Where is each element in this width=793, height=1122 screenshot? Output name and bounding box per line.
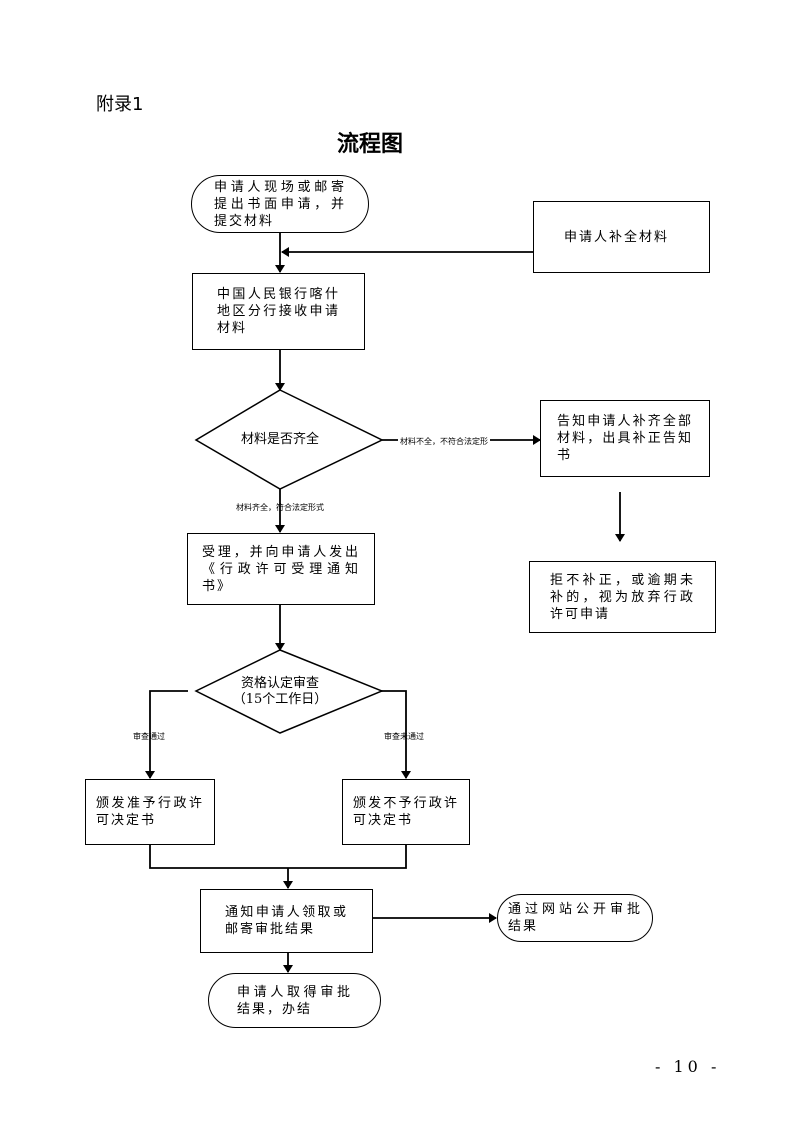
node-start: 申请人现场或邮寄提出书面申请，并提交材料 (191, 175, 369, 233)
node-receive-materials: 中国人民银行喀什地区分行接收申请材料 (192, 273, 365, 350)
appendix-label: 附录1 (96, 94, 144, 115)
edge-label-pass: 审查通过 (133, 732, 165, 741)
node-supplement-materials: 申请人补全材料 (533, 201, 710, 273)
decision-review-line1: 资格认定审查 (240, 676, 319, 691)
node-end: 申请人取得审批结果，办结 (208, 973, 381, 1028)
decision-review-label: 资格认定审查 （15个工作日） (222, 676, 338, 708)
edge-label-fail: 审查未通过 (384, 732, 424, 741)
arrow-review-to-grant (145, 690, 188, 779)
decision-review-line2: （15个工作日） (232, 692, 328, 707)
node-notify-supplement: 告知申请人补齐全部材料，出具补正告知书 (540, 400, 710, 477)
node-treated-as-abandoned: 拒不补正，或逾期未补的，视为放弃行政许可申请 (529, 561, 716, 633)
node-deny-decision: 颁发不予行政许可决定书 (342, 779, 470, 845)
node-grant-decision: 颁发准予行政许可决定书 (85, 779, 215, 845)
node-accept: 受理，并向申请人发出《行政许可受理通知书》 (187, 533, 375, 605)
node-publish-online: 通过网站公开审批结果 (497, 894, 653, 942)
connector-grant-merge (149, 845, 407, 869)
node-notify-result: 通知申请人领取或邮寄审批结果 (200, 889, 373, 953)
decision-materials-complete-label: 材料是否齐全 (240, 432, 319, 447)
decision-qualification-review (194, 649, 384, 734)
arrow-review-to-deny (374, 690, 411, 779)
edge-label-complete: 材料齐全，符合法定形式 (236, 503, 324, 512)
edge-label-incomplete: 材料不全，不符合法定形 (398, 436, 490, 447)
page-number: - 10 - (655, 1057, 721, 1076)
page-title: 流程图 (336, 132, 403, 157)
